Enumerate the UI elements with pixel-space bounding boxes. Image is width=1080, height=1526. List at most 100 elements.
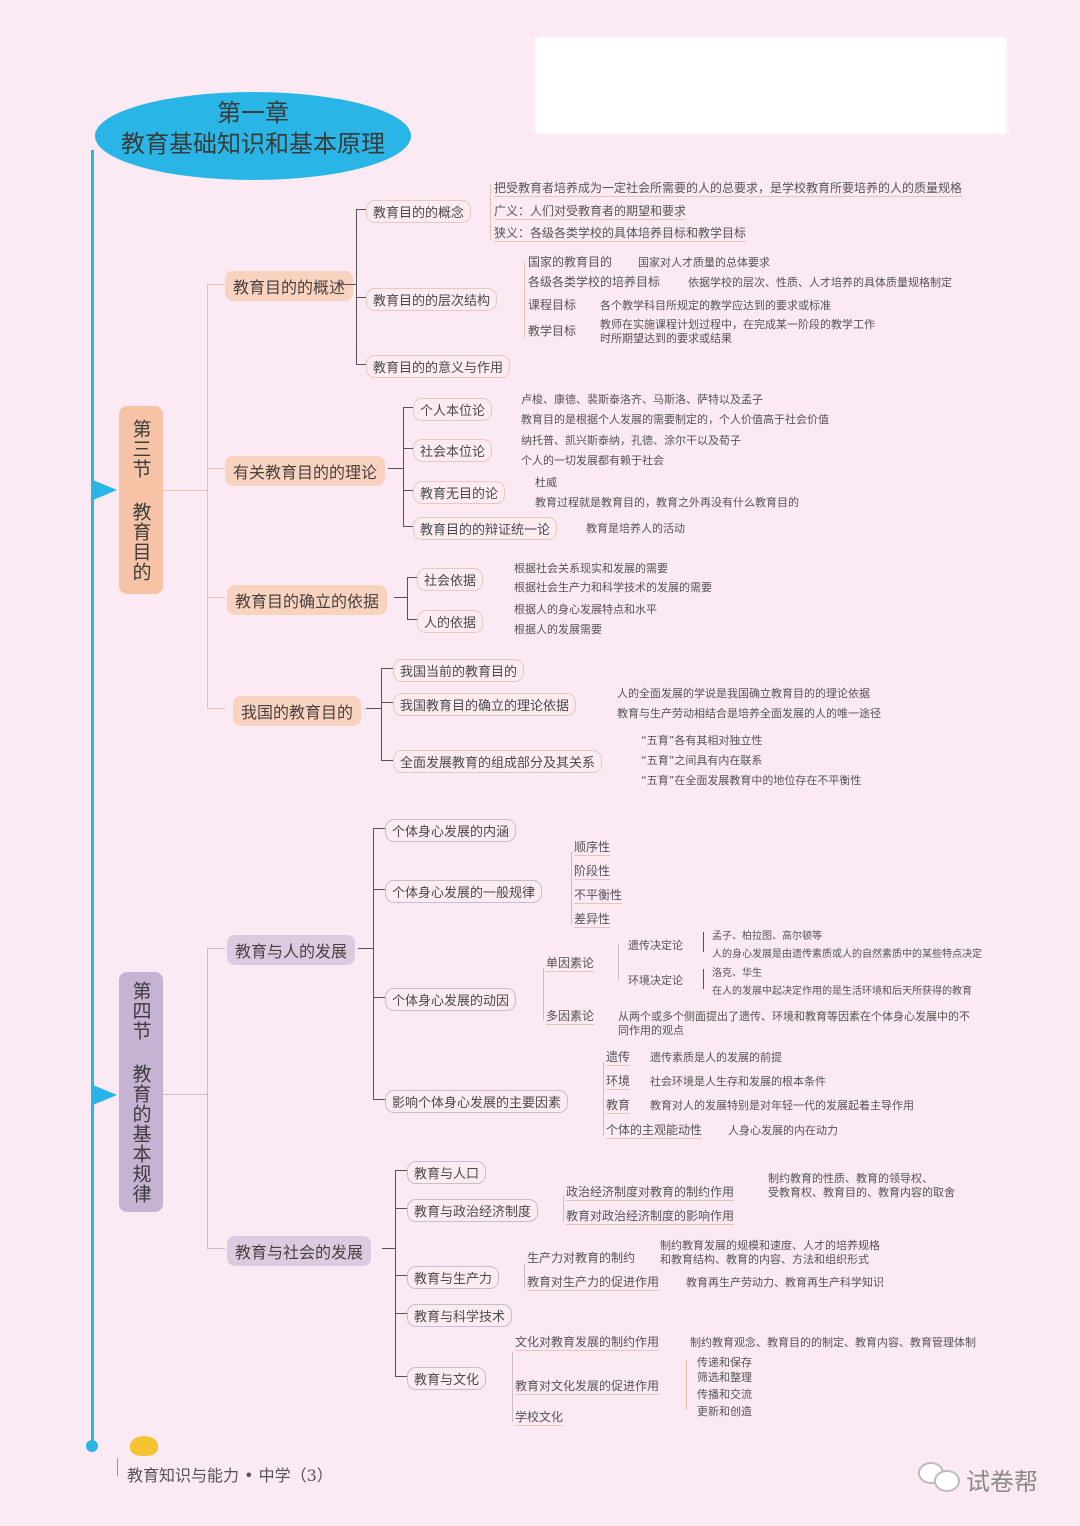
- connector: [703, 932, 704, 952]
- factor-key: 教育: [606, 1098, 631, 1114]
- factor-key: 个体的主观能动性: [606, 1123, 703, 1139]
- heredity-theory: 遗传决定论: [628, 939, 683, 952]
- node-no-aim[interactable]: 教育无目的论: [413, 481, 506, 504]
- connector: [388, 468, 404, 469]
- node-aim-concept[interactable]: 教育目的的概念: [366, 200, 472, 223]
- connector: [207, 597, 225, 598]
- connector: [512, 1352, 513, 1422]
- detail-text: 同作用的观点: [618, 1024, 684, 1037]
- connector: [356, 297, 366, 298]
- rule-item: 顺序性: [574, 840, 611, 856]
- connector: [381, 760, 393, 761]
- node-edu-productivity[interactable]: 教育与生产力: [407, 1266, 500, 1289]
- topic-aim-theories[interactable]: 有关教育目的的理论: [225, 456, 386, 486]
- connector: [543, 968, 544, 1020]
- connector: [207, 1248, 225, 1249]
- node-edu-science[interactable]: 教育与科学技术: [407, 1304, 513, 1327]
- topic-human-development[interactable]: 教育与人的发展: [227, 935, 356, 965]
- node-edu-politics[interactable]: 教育与政治经济制度: [407, 1199, 539, 1222]
- topic-aim-overview[interactable]: 教育目的的概述: [225, 271, 354, 301]
- detail-text: 和教育结构、教育的内容、方法和组织形式: [660, 1253, 869, 1266]
- connector: [373, 828, 374, 1099]
- detail-key: 教学目标: [528, 324, 577, 338]
- culture-item: 更新和创造: [697, 1405, 752, 1418]
- node-human-basis[interactable]: 人的依据: [417, 610, 484, 633]
- detail-text: 在人的发展中起决定作用的是生活环境和后天所获得的教育: [712, 986, 972, 997]
- connector: [358, 948, 374, 949]
- multi-factor-label: 多因素论: [546, 1009, 595, 1025]
- detail-text: 根据社会生产力和科学技术的发展的需要: [514, 581, 712, 594]
- detail-text: 个人的一切发展都有赖于社会: [521, 454, 664, 467]
- detail-text: 根据社会关系现实和发展的需要: [514, 562, 668, 575]
- node-social-basis[interactable]: 社会依据: [417, 568, 484, 591]
- connector: [395, 1208, 407, 1209]
- detail-text: 国家对人才质量的总体要求: [638, 256, 770, 269]
- detail-key: 政治经济制度对教育的制约作用: [566, 1185, 735, 1201]
- connector: [373, 889, 385, 890]
- node-development-rules[interactable]: 个体身心发展的一般规律: [385, 880, 543, 903]
- detail-text: 遗传素质是人的发展的前提: [650, 1051, 782, 1064]
- detail-text: 人的身心发展是由遗传素质或人的自然素质中的某些特点决定: [712, 949, 982, 960]
- node-development-meaning[interactable]: 个体身心发展的内涵: [385, 819, 517, 842]
- detail-key: 学校文化: [515, 1410, 564, 1426]
- chapter-title: 第一章 教育基础知识和基本原理: [95, 92, 411, 180]
- connector: [382, 1248, 396, 1249]
- detail-text: “五育”各有其相对独立性: [641, 734, 763, 747]
- connector: [395, 1313, 407, 1314]
- connector: [403, 407, 404, 526]
- culture-item: 传播和交流: [697, 1388, 752, 1401]
- detail-key: 国家的教育目的: [528, 255, 613, 269]
- node-all-round[interactable]: 全面发展教育的组成部分及其关系: [393, 750, 603, 773]
- connector: [407, 577, 408, 619]
- connector: [395, 1170, 407, 1171]
- detail-key: 教育对文化发展的促进作用: [515, 1379, 660, 1395]
- topic-china-aim[interactable]: 我国的教育目的: [233, 696, 362, 726]
- connector: [403, 448, 413, 449]
- detail-text: 杜威: [535, 476, 557, 489]
- detail-text: 根据人的发展需要: [514, 623, 602, 636]
- chapter-number: 第一章: [217, 99, 289, 127]
- footer-book-title: 教育知识与能力 • 中学（3）: [127, 1466, 333, 1485]
- connector: [394, 597, 408, 598]
- node-aim-structure[interactable]: 教育目的的层次结构: [366, 288, 498, 311]
- detail-text: 教育对人的发展特别是对年轻一代的发展起着主导作用: [650, 1099, 914, 1112]
- node-dialectic[interactable]: 教育目的的辩证统一论: [413, 517, 558, 540]
- detail-text: 教师在实施课程计划过程中，在完成某一阶段的教学工作: [600, 318, 875, 331]
- section4-node[interactable]: 第四节 教育的基本规律: [119, 972, 163, 1212]
- factor-key: 环境: [606, 1074, 631, 1090]
- detail-text: 根据人的身心发展特点和水平: [514, 603, 657, 616]
- node-edu-population[interactable]: 教育与人口: [407, 1161, 487, 1184]
- brand-watermark: 试卷帮: [966, 1468, 1038, 1496]
- node-current-aim[interactable]: 我国当前的教育目的: [393, 659, 525, 682]
- detail-text: 教育是培养人的活动: [586, 522, 685, 535]
- connector: [403, 490, 413, 491]
- node-main-factors[interactable]: 影响个体身心发展的主要因素: [385, 1090, 569, 1113]
- single-factor-label: 单因素论: [546, 956, 595, 972]
- section3-node[interactable]: 第三节 教育目的: [119, 406, 163, 594]
- topic-society-development[interactable]: 教育与社会的发展: [227, 1236, 372, 1266]
- detail-text: “五育”之间具有内在联系: [641, 754, 763, 767]
- connector: [207, 284, 208, 708]
- chapter-spine: [91, 150, 94, 1446]
- connector: [356, 209, 366, 210]
- topic-aim-basis[interactable]: 教育目的确立的依据: [227, 585, 388, 615]
- detail-text: 洛克、华生: [712, 968, 762, 979]
- detail-text: 孟子、柏拉图、高尔顿等: [712, 931, 822, 942]
- culture-item: 筛选和整理: [697, 1371, 752, 1384]
- node-edu-culture[interactable]: 教育与文化: [407, 1367, 487, 1390]
- node-aim-significance[interactable]: 教育目的的意义与作用: [366, 355, 511, 378]
- node-individual-standard[interactable]: 个人本位论: [413, 398, 493, 421]
- connector: [703, 969, 704, 989]
- node-social-standard[interactable]: 社会本位论: [413, 439, 493, 462]
- detail-key: 各级各类学校的培养目标: [528, 275, 661, 289]
- connector: [207, 948, 208, 1248]
- detail-text: 教育与生产劳动相结合是培养全面发展的人的唯一途径: [617, 707, 881, 720]
- detail-text: 广义：人们对受教育者的期望和要求: [494, 204, 687, 220]
- detail-text: 受教育权、教育目的、教育内容的取舍: [768, 1186, 955, 1199]
- connector: [341, 284, 357, 285]
- connector: [373, 997, 385, 998]
- node-development-motives[interactable]: 个体身心发展的动因: [385, 988, 517, 1011]
- node-theory-basis[interactable]: 我国教育目的确立的理论依据: [393, 693, 577, 716]
- rule-item: 差异性: [574, 912, 611, 928]
- section3-arrow-icon: [93, 480, 117, 500]
